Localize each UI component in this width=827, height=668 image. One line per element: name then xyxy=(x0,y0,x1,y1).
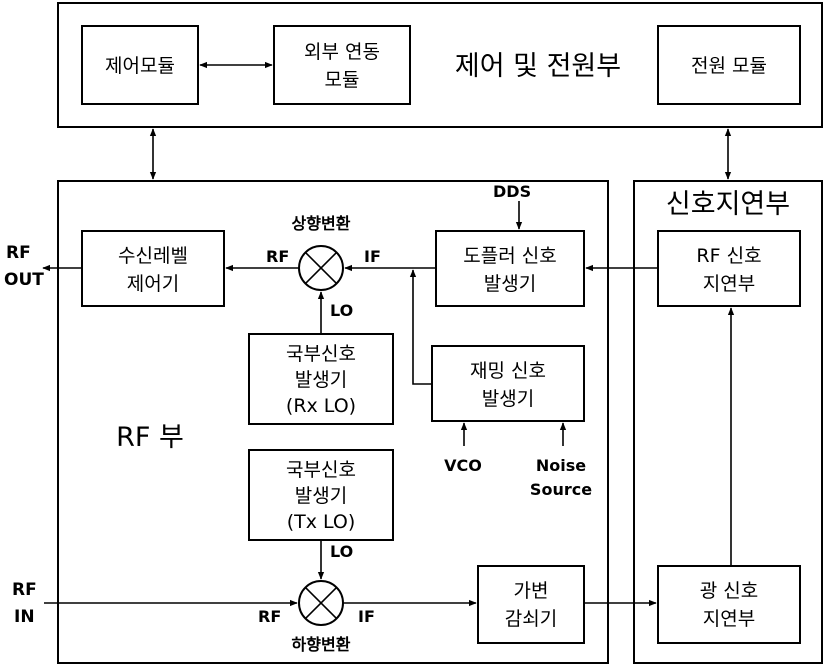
rf-in-label-line1: RF xyxy=(12,580,37,600)
jamming-generator-line2: 발생기 xyxy=(482,388,534,410)
rf-out-label-line1: RF xyxy=(6,243,31,263)
external-link-label-line1: 외부 연동 xyxy=(304,41,380,63)
optical-signal-delay-line1: 광 신호 xyxy=(700,580,758,602)
tx-lo-line1: 국부신호 xyxy=(286,459,356,481)
downconverter-mixer: 하향변환 xyxy=(292,580,351,654)
upconverter-if-port: IF xyxy=(364,247,381,266)
rf-signal-delay-block: RF 신호 지연부 xyxy=(657,230,801,307)
signal-labels: RF OUT RF IN RF IF LO RF IF LO DDS VCO N… xyxy=(4,182,592,627)
external-link-module-block: 외부 연동 모듈 xyxy=(273,25,411,105)
power-module-label: 전원 모듈 xyxy=(691,55,767,77)
upconverter-lo-port: LO xyxy=(330,301,353,320)
rf-out-label-line2: OUT xyxy=(4,270,44,290)
downconverter-if-port: IF xyxy=(358,607,375,626)
tx-lo-block: 국부신호 발생기 (Tx LO) xyxy=(248,449,394,541)
downconverter-lo-port: LO xyxy=(330,542,353,561)
rx-lo-line2: 발생기 xyxy=(295,369,347,391)
optical-signal-delay-line2: 지연부 xyxy=(703,608,755,630)
control-power-section: 제어 및 전원부 xyxy=(57,2,823,128)
rx-lo-line3: (Rx LO) xyxy=(286,395,356,417)
rx-level-control-block: 수신레벨 제어기 xyxy=(81,230,225,307)
rx-level-control-line1: 수신레벨 xyxy=(118,245,188,267)
optical-signal-delay-block: 광 신호 지연부 xyxy=(657,565,801,644)
rx-lo-block: 국부신호 발생기 (Rx LO) xyxy=(248,333,394,425)
dds-label: DDS xyxy=(493,182,531,201)
rf-signal-delay-line2: 지연부 xyxy=(703,273,755,295)
vco-label: VCO xyxy=(444,456,482,475)
rx-level-control-line2: 제어기 xyxy=(127,273,179,295)
downconverter-rf-port: RF xyxy=(258,607,281,626)
jamming-generator-block: 재밍 신호 발생기 xyxy=(431,345,585,422)
rx-lo-line1: 국부신호 xyxy=(286,343,356,365)
signal-delay-section: 신호지연부 xyxy=(633,180,823,664)
noise-source-label-line2: Source xyxy=(530,480,592,499)
control-power-section-title: 제어 및 전원부 xyxy=(455,51,621,82)
signal-connections xyxy=(42,61,735,607)
signal-delay-section-title: 신호지연부 xyxy=(666,189,790,220)
control-module-block: 제어모듈 xyxy=(81,25,199,105)
upconverter-label: 상향변환 xyxy=(292,214,351,233)
rf-signal-delay-line1: RF 신호 xyxy=(696,245,761,267)
jamming-generator-line1: 재밍 신호 xyxy=(470,360,546,382)
noise-source-label-line1: Noise xyxy=(536,456,586,475)
rf-section-title: RF 부 xyxy=(116,422,184,453)
variable-attenuator-line1: 가변 xyxy=(514,580,549,602)
doppler-generator-block: 도플러 신호 발생기 xyxy=(435,230,585,307)
power-module-block: 전원 모듈 xyxy=(657,25,801,105)
doppler-generator-line2: 발생기 xyxy=(484,273,536,295)
variable-attenuator-line2: 감쇠기 xyxy=(505,608,557,630)
tx-lo-line2: 발생기 xyxy=(295,485,347,507)
rf-in-label-line2: IN xyxy=(14,607,35,627)
variable-attenuator-block: 가변 감쇠기 xyxy=(477,565,585,644)
rf-section: RF 부 xyxy=(57,180,609,664)
downconverter-label: 하향변환 xyxy=(292,635,351,654)
upconverter-mixer: 상향변환 xyxy=(292,214,351,291)
control-module-label: 제어모듈 xyxy=(105,55,175,77)
upconverter-rf-port: RF xyxy=(266,247,289,266)
external-link-label-line2: 모듈 xyxy=(325,69,360,91)
tx-lo-line3: (Tx LO) xyxy=(287,511,356,533)
doppler-generator-line1: 도플러 신호 xyxy=(463,245,556,267)
